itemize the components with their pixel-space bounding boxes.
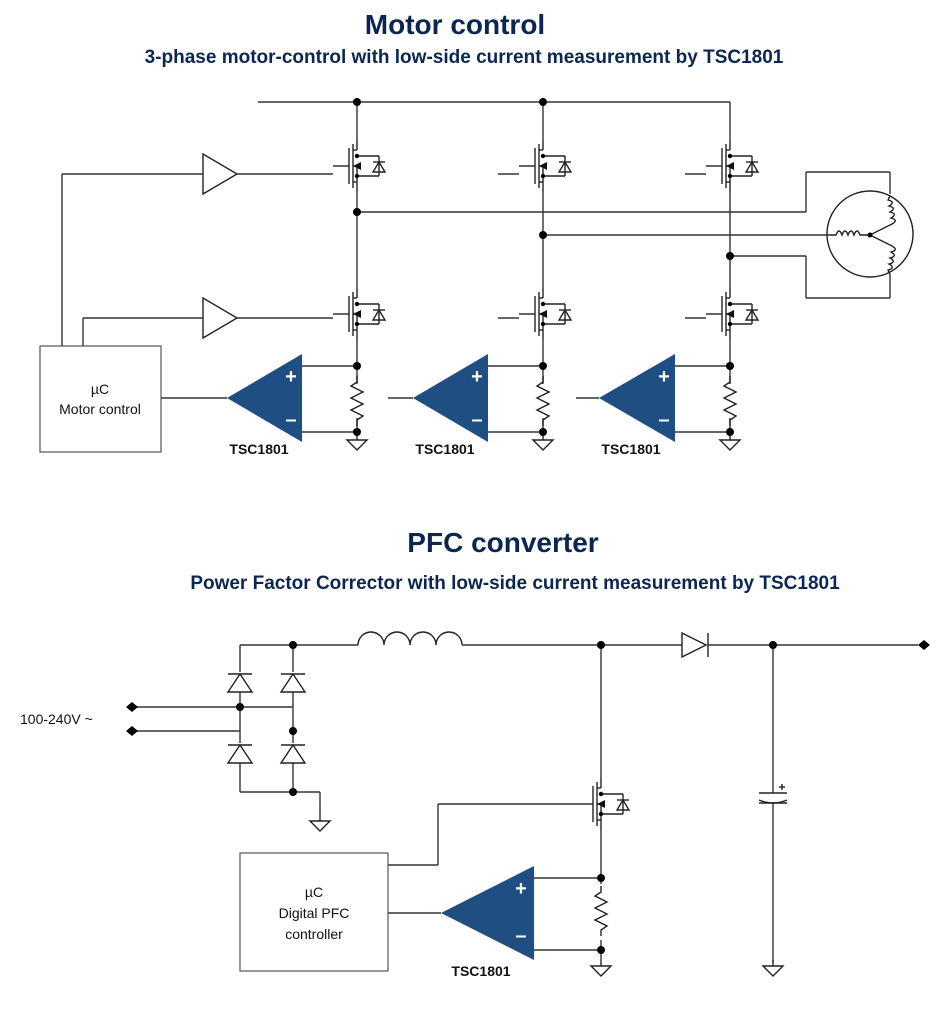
amp-1-minus-sign: – <box>285 409 296 431</box>
pfc-output-terminal <box>918 640 930 650</box>
pfc-boost-diode <box>681 631 709 659</box>
pfc-title: PFC converter <box>407 527 598 558</box>
input-terminal-1 <box>126 702 138 712</box>
ground-symbol-2 <box>532 433 554 451</box>
motor-gate-buffers <box>202 153 238 339</box>
motor-subtitle: 3-phase motor-control with low-side curr… <box>145 47 784 68</box>
input-voltage-label: 100-240V ~ <box>20 711 93 727</box>
amp-1-plus-sign: + <box>285 366 297 388</box>
low-side-mosfet-3 <box>705 287 759 341</box>
bridge-diode-4 <box>280 744 306 764</box>
amp-2-plus-sign: + <box>471 366 483 388</box>
motor-junction-dots <box>353 98 734 436</box>
amp-3-plus-sign: + <box>658 366 670 388</box>
motor-controller-label-line1: µC <box>91 381 109 397</box>
motor-current-amp-3: + – TSC1801 <box>599 354 675 457</box>
pfc-mosfet <box>576 777 630 831</box>
bridge-ground <box>309 814 331 832</box>
input-terminal-2 <box>126 726 138 736</box>
pfc-subtitle: Power Factor Corrector with low-side cur… <box>190 573 840 594</box>
bridge-diode-2 <box>280 673 306 693</box>
low-side-gate-buffer <box>202 297 238 339</box>
pfc-output-capacitor <box>758 784 788 804</box>
motor-current-amp-1: + – TSC1801 <box>227 354 302 457</box>
pfc-controller-label-line1: µC <box>305 884 323 900</box>
motor-grounds <box>346 433 741 451</box>
pfc-current-amp: + – TSC1801 <box>441 866 534 979</box>
amp-2-minus-sign: – <box>471 409 482 431</box>
amp-1-part-label: TSC1801 <box>229 441 288 457</box>
pfc-shunt-ground <box>590 959 612 977</box>
high-side-mosfet-3 <box>705 139 759 193</box>
pfc-controller-box: µC Digital PFC controller <box>239 852 389 972</box>
pfc-controller-label-line2: Digital PFC <box>279 905 350 921</box>
ground-symbol-3 <box>719 433 741 451</box>
amp-3-minus-sign: – <box>658 409 669 431</box>
bridge-diode-1 <box>227 673 253 693</box>
pfc-junction-dots <box>236 641 777 954</box>
high-side-mosfet-1 <box>332 139 386 193</box>
motor-title: Motor control <box>365 9 545 40</box>
pfc-amp-part-label: TSC1801 <box>451 963 510 979</box>
motor-controller-box: µC Motor control <box>39 345 162 453</box>
pfc-controller-label-line3: controller <box>285 926 343 942</box>
cap-ground <box>762 959 784 977</box>
pfc-input-terminals: 100-240V ~ <box>20 702 138 736</box>
pfc-shunt-resistor <box>594 885 608 937</box>
low-side-mosfet-2 <box>518 287 572 341</box>
low-side-mosfet-1 <box>332 287 386 341</box>
pfc-wiring <box>132 631 918 962</box>
motor-controller-label-line2: Motor control <box>59 401 141 417</box>
pfc-amp-minus-sign: – <box>515 925 526 947</box>
motor-symbol <box>826 190 914 278</box>
motor-mosfets <box>332 139 759 341</box>
high-side-gate-buffer <box>202 153 238 195</box>
high-side-mosfet-2 <box>518 139 572 193</box>
amp-2-part-label: TSC1801 <box>415 441 474 457</box>
ground-symbol-1 <box>346 433 368 451</box>
pfc-amp-plus-sign: + <box>515 878 527 900</box>
bridge-diode-3 <box>227 744 253 764</box>
motor-current-amp-2: + – TSC1801 <box>413 354 488 457</box>
amp-3-part-label: TSC1801 <box>601 441 660 457</box>
